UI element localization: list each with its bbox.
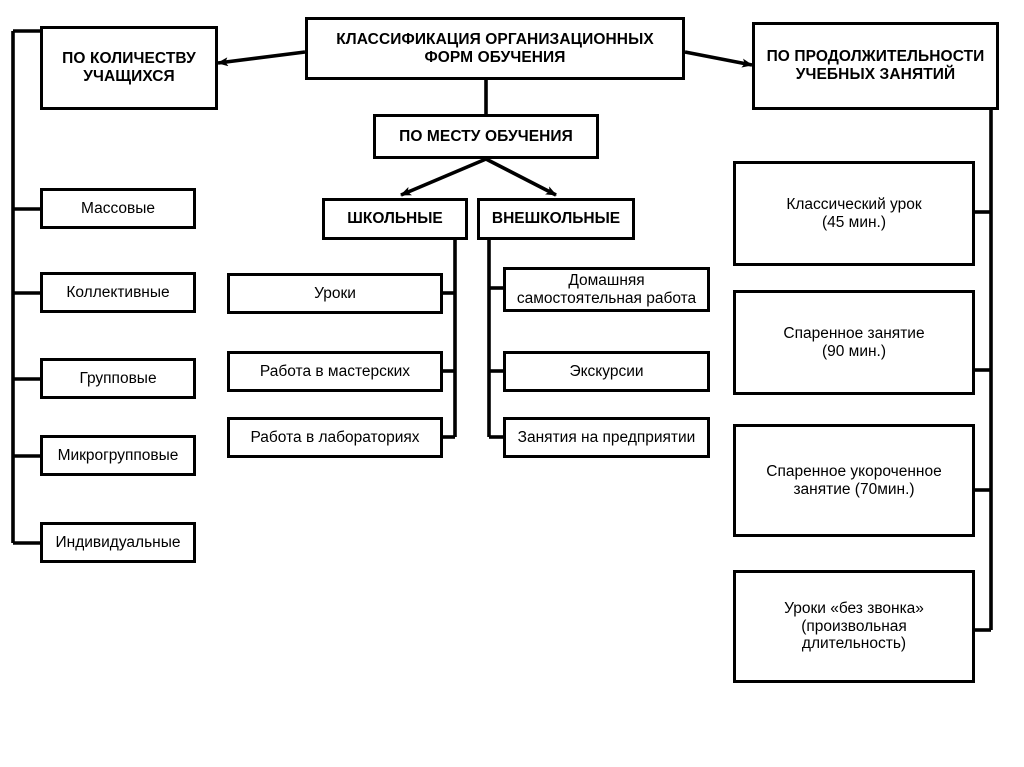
extra-item-label: Занятия на предприятии [517,428,696,446]
left-item-kollektivnye: Коллективные [40,272,196,313]
school-item-label: Уроки [314,284,356,302]
header-by-duration-label: ПО ПРОДОЛЖИТЕЛЬНОСТИ УЧЕБНЫХ ЗАНЯТИЙ [766,48,985,83]
header-by-place-of-study: ПО МЕСТУ ОБУЧЕНИЯ [373,114,599,159]
left-item-label: Массовые [81,199,155,217]
left-item-gruppovye: Групповые [40,358,196,399]
category-school-label: ШКОЛЬНЫЕ [347,210,443,228]
edge-title-to-left [217,50,306,67]
left-item-label: Микрогрупповые [57,446,179,464]
left-item-individualnye: Индивидуальные [40,522,196,563]
header-by-student-count-label: ПО КОЛИЧЕСТВУ УЧАЩИХСЯ [62,50,196,85]
edge-middle-to-extra [485,157,557,197]
duration-item-classic-lesson: Классический урок (45 мин.) [733,161,975,266]
school-item-masterskie: Работа в мастерских [227,351,443,392]
header-by-student-count: ПО КОЛИЧЕСТВУ УЧАЩИХСЯ [40,26,218,110]
extra-item-label: Экскурсии [569,362,644,380]
extra-item-domashnyaya-rabota: Домашняя самостоятельная работа [503,267,710,312]
school-item-label: Работа в лабораториях [250,428,420,446]
left-item-mikrogruppovye: Микрогрупповые [40,435,196,476]
school-item-label: Работа в мастерских [259,362,411,380]
left-item-label: Индивидуальные [55,533,181,551]
school-item-uroki: Уроки [227,273,443,314]
duration-item-label: Уроки «без звонка» (произвольная длитель… [784,599,924,653]
left-item-label: Групповые [79,369,157,387]
edge-title-to-right [684,50,753,68]
edge-middle-to-school [400,157,487,197]
left-item-massovye: Массовые [40,188,196,229]
title-box: КЛАССИФИКАЦИЯ ОРГАНИЗАЦИОННЫХ ФОРМ ОБУЧЕ… [305,17,685,80]
duration-item-label: Спаренное занятие (90 мин.) [783,324,925,360]
extra-item-predpriyatie: Занятия на предприятии [503,417,710,458]
duration-item-label: Классический урок (45 мин.) [786,195,922,231]
extra-item-ekskursii: Экскурсии [503,351,710,392]
extra-item-label: Домашняя самостоятельная работа [516,271,697,307]
category-school: ШКОЛЬНЫЕ [322,198,468,240]
category-extracurricular: ВНЕШКОЛЬНЫЕ [477,198,635,240]
left-item-label: Коллективные [66,283,170,301]
title-box-label: КЛАССИФИКАЦИЯ ОРГАНИЗАЦИОННЫХ ФОРМ ОБУЧЕ… [336,30,654,66]
duration-item-bell-free-lesson: Уроки «без звонка» (произвольная длитель… [733,570,975,683]
school-item-laboratorii: Работа в лабораториях [227,417,443,458]
duration-item-label: Спаренное укороченное занятие (70мин.) [766,462,942,498]
category-extracurricular-label: ВНЕШКОЛЬНЫЕ [491,210,621,228]
header-by-duration: ПО ПРОДОЛЖИТЕЛЬНОСТИ УЧЕБНЫХ ЗАНЯТИЙ [752,22,999,110]
header-by-place-of-study-label: ПО МЕСТУ ОБУЧЕНИЯ [399,127,573,145]
duration-item-double-lesson: Спаренное занятие (90 мин.) [733,290,975,395]
duration-item-double-short-lesson: Спаренное укороченное занятие (70мин.) [733,424,975,537]
